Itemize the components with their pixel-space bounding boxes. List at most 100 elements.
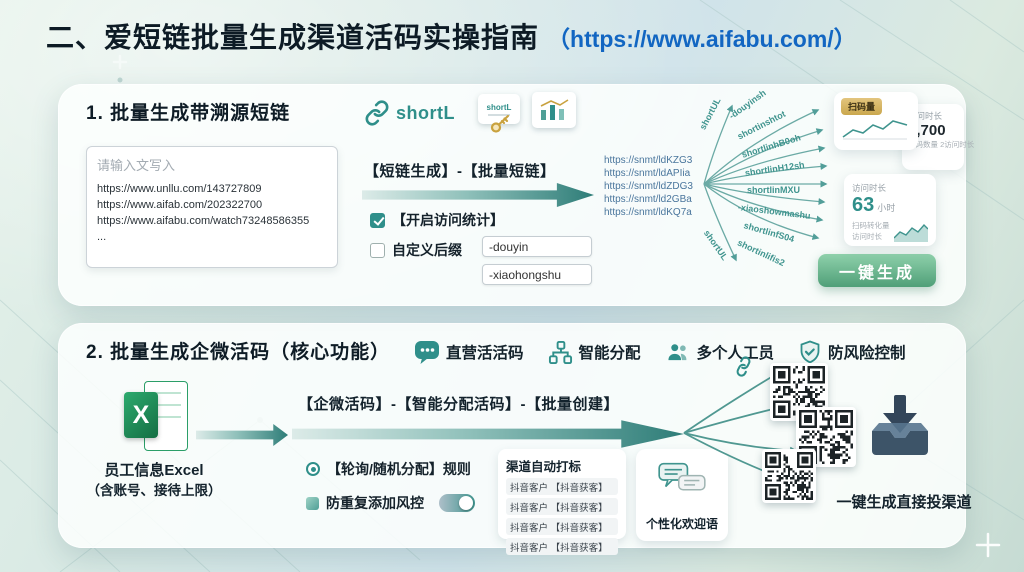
fan-label: shortUL	[697, 96, 723, 132]
qr-code	[796, 407, 856, 467]
site-url[interactable]: （https://www.aifabu.com/）	[547, 26, 857, 52]
chart-card-icon	[532, 92, 576, 128]
area-chart-icon	[894, 223, 928, 242]
visit-card-label: 访问时长	[908, 111, 943, 121]
fan-label: shortlinMXU	[747, 185, 800, 195]
result-label: 一键生成直接投渠道	[836, 494, 972, 511]
link-icon	[365, 100, 389, 126]
dedup-option-label: 防重复添加风控	[326, 495, 424, 511]
page-title: 二、爱短链批量生成渠道活码实操指南	[46, 22, 540, 53]
duration-card-label: 访问时长	[852, 183, 887, 193]
visit-card-sub: 扫码数量 2访问时长	[908, 140, 975, 149]
line-chart-icon	[842, 120, 908, 140]
feature-risk-control: 防风险控制	[798, 339, 906, 365]
short-url-list: https://snmt/ldKZG3 https://snmt/ldAPIia…	[604, 154, 693, 219]
input-url-line: https://www.aifab.com/202322700	[97, 199, 263, 211]
excel-icon: X	[124, 379, 188, 453]
input-url-line: https://www.unllu.com/143727809	[97, 183, 262, 195]
suffix-input-douyin[interactable]	[482, 236, 592, 257]
short-url: https://snmt/ld2GBa	[604, 194, 692, 205]
input-url-line: https://www.aifabu.com/watch73248586355	[97, 215, 310, 227]
generate-button[interactable]: 一键生成	[818, 254, 936, 287]
excel-caption: 员工信息Excel	[104, 462, 204, 479]
short-url: https://snmt/ldKZG3	[604, 155, 693, 166]
checkbox-unchecked-icon[interactable]	[370, 242, 385, 258]
tag-row: 抖音客户 【抖音获客】	[506, 518, 618, 535]
panel1-title: 1. 批量生成带溯源短链	[86, 103, 291, 124]
key-icon	[490, 114, 510, 133]
feature-multi-staff: 多个人工员	[665, 339, 775, 365]
short-url: https://snmt/ldZDG3	[604, 181, 693, 192]
auto-tag-box: 渠道自动打标 抖音客户 【抖音获客】 抖音客户 【抖音获客】 抖音客户 【抖音获…	[498, 449, 626, 555]
brand: shortL	[364, 100, 455, 126]
feature-label: 直营活活码	[446, 345, 524, 362]
panel2-title: 2. 批量生成企微活码（核心功能）	[86, 342, 391, 363]
feature-label: 多个人工员	[696, 345, 775, 362]
rule-option-label: 【轮询/随机分配】规则	[327, 461, 471, 477]
welcome-box: 个性化欢迎语	[636, 449, 728, 541]
shield-icon	[800, 340, 820, 364]
duration-row: 访问时长	[852, 232, 882, 241]
fan-label: shortlinfS04	[742, 220, 796, 245]
duration-stat-card: 访问时长 63 小时 扫码转化量 访问时长	[844, 174, 936, 246]
shortlink-card-icon: shortL	[478, 94, 520, 124]
scan-chip: 扫码量	[841, 98, 883, 115]
minicard-label: shortL	[486, 102, 512, 112]
flow-arrow-big	[292, 420, 684, 448]
excel-x-badge: X	[124, 392, 158, 438]
chat-bubble-icon	[415, 341, 439, 364]
duration-unit: 小时	[877, 203, 896, 213]
radio-icon[interactable]	[306, 462, 320, 476]
suffix-input-xiaohongshu[interactable]	[482, 264, 592, 285]
brand-name: shortL	[396, 102, 455, 123]
stats-option-row[interactable]: 【开启访问统计】	[370, 210, 504, 230]
feature-smart-assign: 智能分配	[548, 340, 641, 365]
qr-code	[762, 449, 816, 503]
tag-row: 抖音客户 【抖音获客】	[506, 498, 618, 515]
page-header: 二、爱短链批量生成渠道活码实操指南 （https://www.aifabu.co…	[46, 16, 857, 56]
rule-option-row[interactable]: 【轮询/随机分配】规则	[306, 459, 471, 479]
stats-option-label: 【开启访问统计】	[392, 212, 504, 228]
input-placeholder: 请输入文写入	[97, 158, 176, 173]
dedup-option-row[interactable]: 防重复添加风控	[306, 493, 475, 513]
download-tray-icon	[872, 395, 928, 455]
suffix-option-row[interactable]: 自定义后缀	[370, 240, 462, 260]
scan-stat-card: 扫码量	[834, 92, 918, 150]
people-icon	[667, 344, 686, 361]
dedup-toggle[interactable]	[439, 494, 475, 512]
auto-tag-title: 渠道自动打标	[506, 460, 582, 474]
link-icon	[736, 356, 751, 377]
fan-label: shortinlifis2	[735, 237, 787, 269]
short-url: https://snmt/ldKQ7a	[604, 207, 692, 218]
duration-value: 63	[852, 194, 875, 216]
tag-row: 抖音客户 【抖音获客】	[506, 478, 618, 495]
bar-chart-icon	[540, 99, 569, 120]
distribute-icon	[548, 340, 572, 364]
flow-arrow-small	[196, 423, 288, 447]
feature-list: 直营活活码 智能分配 多个人工员	[414, 339, 906, 365]
feature-label: 智能分配	[578, 345, 641, 362]
fan-label: shortlinH12sh	[744, 159, 806, 178]
feature-live-code: 直营活活码	[414, 339, 524, 365]
chat-bubbles-icon	[658, 462, 706, 491]
step-label-wecom: 【企微活码】-【智能分配活码】-【批量创建】	[298, 396, 619, 413]
step-label-shortlink: 【短链生成】-【批量短链】	[364, 163, 556, 180]
panel-batch-wecom-codes: 2. 批量生成企微活码（核心功能） 直营活活码 智能分配	[58, 323, 972, 555]
checkbox-checked-icon[interactable]	[370, 212, 385, 228]
suffix-option-label: 自定义后缀	[392, 242, 462, 258]
fan-label: -xiaoshowmashu	[737, 202, 812, 221]
fan-label: -douyinsh	[727, 87, 768, 122]
panel-batch-short-links: 1. 批量生成带溯源短链 shortL shortL 请输入文	[58, 84, 975, 306]
feature-label: 防风险控制	[828, 345, 906, 362]
dedup-icon	[306, 496, 319, 510]
url-input-box[interactable]: 请输入文写入 https://www.unllu.com/143727809 h…	[86, 146, 338, 268]
fan-label: shortUL	[701, 228, 730, 263]
welcome-label: 个性化欢迎语	[645, 517, 718, 531]
fan-label: shortinshtot	[735, 108, 788, 142]
input-url-line: ...	[97, 231, 107, 243]
flow-arrow	[362, 183, 594, 207]
tag-row: 抖音客户 【抖音获客】	[506, 538, 618, 555]
duration-row: 扫码转化量	[852, 221, 890, 230]
short-url: https://snmt/ldAPIia	[604, 168, 691, 179]
